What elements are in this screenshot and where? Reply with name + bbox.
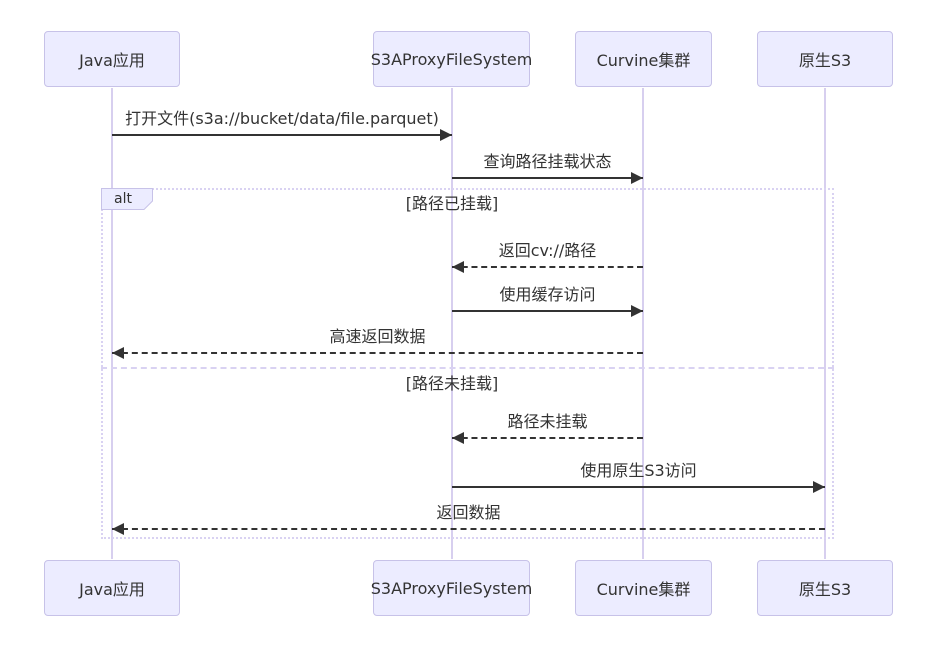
- message-open-file: 打开文件(s3a://bucket/data/file.parquet): [112, 109, 452, 141]
- lifeline-curvine-cluster: [642, 88, 644, 559]
- message-use-native-s3: 使用原生S3访问: [452, 461, 825, 493]
- message-path-not-mounted-line: [452, 437, 643, 439]
- alt-condition-path-not-mounted: [路径未挂载]: [405, 374, 499, 393]
- message-return-cv-path-line: [452, 266, 643, 268]
- message-path-not-mounted-label: 路径未挂载: [507, 412, 588, 431]
- message-use-cache-access-label: 使用缓存访问: [499, 285, 596, 304]
- alt-else-divider: [101, 367, 834, 369]
- actor-s3aproxyfilesystem-top: S3AProxyFileSystem: [371, 31, 532, 87]
- actor-java-app-bottom: Java应用: [44, 560, 180, 616]
- message-path-not-mounted: 路径未挂载: [452, 412, 643, 444]
- message-return-data-label: 返回数据: [436, 503, 501, 522]
- message-query-mount-status: 查询路径挂载状态: [452, 152, 643, 184]
- actor-curvine-cluster-bottom: Curvine集群: [575, 560, 712, 616]
- lifeline-native-s3: [824, 88, 826, 559]
- lifeline-s3aproxyfilesystem: [451, 88, 453, 559]
- arrowhead-left-icon: [452, 261, 464, 273]
- message-open-file-line: [112, 134, 452, 136]
- alt-label-shape: [101, 188, 153, 210]
- actor-native-s3-top: 原生S3: [757, 31, 893, 87]
- message-query-mount-status-line: [452, 177, 643, 179]
- arrowhead-left-icon: [112, 523, 124, 535]
- message-open-file-label: 打开文件(s3a://bucket/data/file.parquet): [125, 109, 439, 128]
- message-query-mount-status-label: 查询路径挂载状态: [483, 152, 612, 171]
- message-use-cache-access-line: [452, 310, 643, 312]
- message-use-native-s3-label: 使用原生S3访问: [580, 461, 697, 480]
- arrowhead-right-icon: [631, 305, 643, 317]
- message-return-data: 返回数据: [112, 503, 825, 535]
- message-fast-return-data: 高速返回数据: [112, 327, 643, 359]
- arrowhead-right-icon: [631, 172, 643, 184]
- arrowhead-left-icon: [112, 347, 124, 359]
- actor-curvine-cluster-top: Curvine集群: [575, 31, 712, 87]
- arrowhead-right-icon: [813, 481, 825, 493]
- arrowhead-left-icon: [452, 432, 464, 444]
- alt-frame: [101, 188, 834, 539]
- alt-operator-label: alt: [114, 191, 132, 207]
- arrowhead-right-icon: [440, 129, 452, 141]
- message-return-cv-path: 返回cv://路径: [452, 241, 643, 273]
- message-return-data-line: [112, 528, 825, 530]
- message-return-cv-path-label: 返回cv://路径: [498, 241, 597, 260]
- message-use-cache-access: 使用缓存访问: [452, 285, 643, 317]
- alt-condition-path-mounted: [路径已挂载]: [405, 194, 499, 213]
- actor-java-app-top: Java应用: [44, 31, 180, 87]
- message-use-native-s3-line: [452, 486, 825, 488]
- actor-native-s3-bottom: 原生S3: [757, 560, 893, 616]
- actor-s3aproxyfilesystem-bottom: S3AProxyFileSystem: [371, 560, 532, 616]
- message-fast-return-data-label: 高速返回数据: [329, 327, 426, 346]
- lifeline-java-app: [111, 88, 113, 559]
- message-fast-return-data-line: [112, 352, 643, 354]
